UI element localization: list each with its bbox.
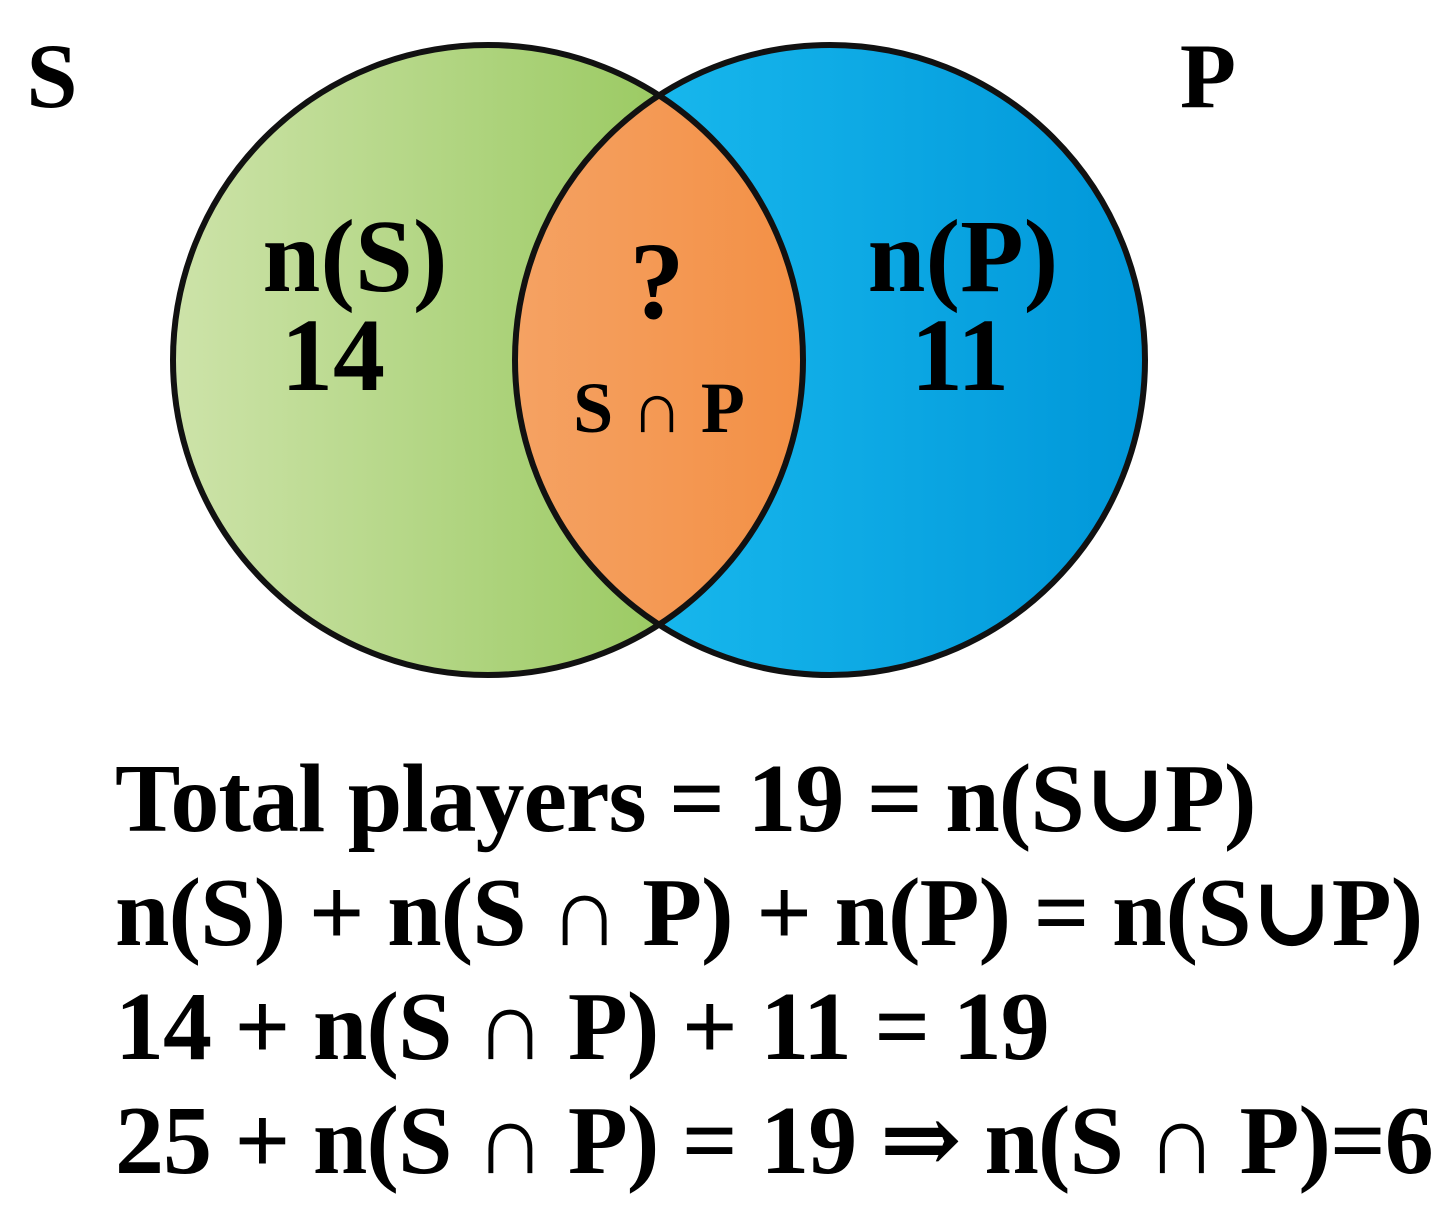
intersection-question-mark: ? (630, 220, 685, 342)
set-s-label: n(S) (263, 199, 448, 314)
set-p-count: 11 (911, 298, 1009, 413)
equation-line-4: 25 + n(S ∩ P) = 19 ⇒ n(S ∩ P)=6 (115, 1087, 1434, 1195)
set-p-outline (512, 42, 1148, 678)
equation-line-3: 14 + n(S ∩ P) + 11 = 19 (115, 973, 1050, 1081)
set-s-outline (170, 42, 806, 678)
set-s-name: S (26, 25, 77, 127)
set-s-count: 14 (281, 298, 385, 413)
equation-line-2: n(S) + n(S ∩ P) + n(P) = n(S∪P) (115, 859, 1423, 967)
equation-line-1: Total players = 19 = n(S∪P) (115, 745, 1257, 853)
set-p-label: n(P) (868, 199, 1059, 314)
intersection-region (515, 45, 803, 675)
equations-block: Total players = 19 = n(S∪P) n(S) + n(S ∩… (115, 742, 1445, 1198)
set-p-name: P (1180, 25, 1236, 127)
intersection-label: S ∩ P (573, 368, 745, 448)
venn-diagram: S P n(S) 14 n(P) 11 ? S ∩ P (26, 25, 1236, 678)
